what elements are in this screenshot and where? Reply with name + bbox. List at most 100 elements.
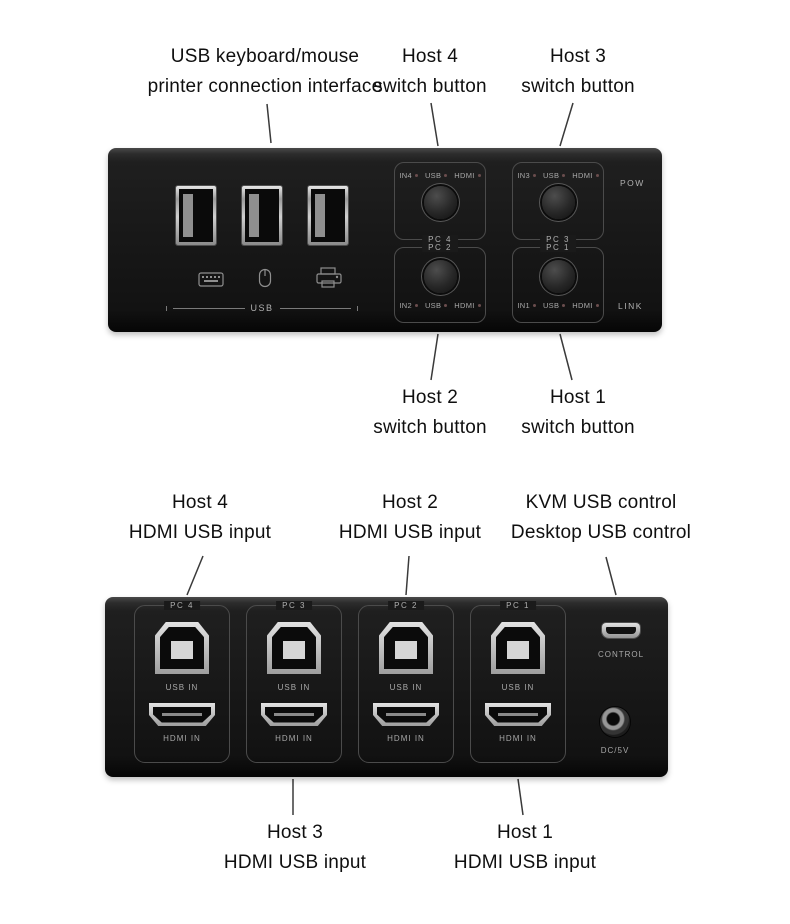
control-label: CONTROL <box>597 650 645 659</box>
pc1-in-led <box>532 304 536 307</box>
pc4-in-label: IN4 <box>399 171 412 180</box>
pc2-hdmi-label: HDMI <box>454 301 475 310</box>
back-port-group-pc2: PC 2 USB IN HDMI IN <box>358 601 454 763</box>
callout-host1-input-line2: HDMI USB input <box>453 852 597 873</box>
callout-host4-switch: Host 4 switch button <box>355 42 505 102</box>
pc3-led-row: IN3 USB HDMI <box>517 171 599 180</box>
back-port-group-pc4: PC 4 USB IN HDMI IN <box>134 601 230 763</box>
pc2-usb-b-port <box>379 622 433 674</box>
callout-host2-switch-line2: switch button <box>373 417 487 438</box>
callout-usb-interface-line2: printer connection interface <box>147 76 383 97</box>
callout-host3-input: Host 3 HDMI USB input <box>215 818 375 878</box>
pc2-in-led <box>414 304 418 307</box>
pc2-hdmi-in-label: HDMI IN <box>387 734 425 743</box>
pc2-usb-in-label: USB IN <box>389 683 423 692</box>
callout-host3-switch-line2: switch button <box>521 76 635 97</box>
pc4-back-tag: PC 4 <box>164 601 200 610</box>
pc4-led-row: IN4 USB HDMI <box>399 171 481 180</box>
dc-power-area: DC/5V <box>592 707 638 755</box>
pc4-switch-button <box>423 186 457 219</box>
callout-host3-input-line1: Host 3 <box>266 822 324 843</box>
callout-host2-input-line1: Host 2 <box>381 492 439 513</box>
pc3-in-led <box>532 174 536 177</box>
micro-usb-control-port <box>602 623 640 638</box>
front-switch-group-pc3: IN3 USB HDMI PC 3 <box>512 162 604 244</box>
pc1-back-tag: PC 1 <box>500 601 536 610</box>
pc4-hdmi-in-label: HDMI IN <box>163 734 201 743</box>
dc-label: DC/5V <box>600 746 630 755</box>
kvm-back-panel: PC 4 USB IN HDMI IN PC 3 USB IN HDMI IN <box>105 597 668 777</box>
callout-host1-switch-line1: Host 1 <box>549 387 607 408</box>
callout-host2-switch: Host 2 switch button <box>355 383 505 443</box>
leader-host2-input <box>405 555 410 596</box>
callout-host4-input: Host 4 HDMI USB input <box>120 488 280 548</box>
pc3-back-tag: PC 3 <box>276 601 312 610</box>
dc-power-jack <box>600 707 630 737</box>
callout-kvm-control-line2: Desktop USB control <box>510 522 692 543</box>
callout-host2-input-line2: HDMI USB input <box>338 522 482 543</box>
back-port-group-pc1: PC 1 USB IN HDMI IN <box>470 601 566 763</box>
pc1-tag: PC 1 <box>540 243 576 252</box>
callout-host2-switch-line1: Host 2 <box>401 387 459 408</box>
link-label: LINK <box>618 301 643 311</box>
pc1-usb-label: USB <box>542 301 560 310</box>
usb-a-port-2 <box>242 186 282 245</box>
pc1-hdmi-led <box>595 304 599 307</box>
pc4-usb-b-port <box>155 622 209 674</box>
callout-host1-switch-line2: switch button <box>521 417 635 438</box>
pc3-usb-led <box>562 174 566 177</box>
pc3-hdmi-led <box>595 174 599 177</box>
pc3-hdmi-label: HDMI <box>572 171 593 180</box>
pc3-usb-label: USB <box>542 171 560 180</box>
pc3-switch-button <box>541 186 575 219</box>
callout-host1-input-line1: Host 1 <box>496 822 554 843</box>
control-port-area: CONTROL <box>593 623 649 659</box>
pc4-usb-led <box>444 174 448 177</box>
pc3-usb-in-label: USB IN <box>277 683 311 692</box>
callout-host1-input: Host 1 HDMI USB input <box>445 818 605 878</box>
pc2-tag: PC 2 <box>422 243 458 252</box>
pc1-usb-in-label: USB IN <box>501 683 535 692</box>
pc3-hdmi-in-label: HDMI IN <box>275 734 313 743</box>
pc4-hdmi-label: HDMI <box>454 171 475 180</box>
keyboard-icon <box>198 272 224 287</box>
callout-host4-input-line2: HDMI USB input <box>128 522 272 543</box>
leader-host2-switch <box>430 333 439 381</box>
leader-host3-switch <box>559 102 574 147</box>
pc4-usb-in-label: USB IN <box>165 683 199 692</box>
kvm-front-panel: USB IN4 USB HDMI PC 4 IN3 USB HDMI PC 3 <box>108 148 662 332</box>
pc2-switch-button <box>423 260 457 293</box>
pc1-in-label: IN1 <box>517 301 530 310</box>
usb-section-label: USB <box>250 303 274 313</box>
pc1-hdmi-in-label: HDMI IN <box>499 734 537 743</box>
callout-host1-switch: Host 1 switch button <box>503 383 653 443</box>
pc4-usb-label: USB <box>424 171 442 180</box>
callout-host4-switch-line1: Host 4 <box>401 46 459 67</box>
pc2-hdmi-led <box>477 304 481 307</box>
pc2-hdmi-port <box>373 703 439 726</box>
callout-host3-input-line2: HDMI USB input <box>223 852 367 873</box>
pc4-hdmi-led <box>477 174 481 177</box>
pc3-in-label: IN3 <box>517 171 530 180</box>
mouse-icon <box>258 268 272 288</box>
front-switch-group-pc1: PC 1 IN1 USB HDMI <box>512 243 604 323</box>
callout-kvm-control: KVM USB control Desktop USB control <box>505 488 697 548</box>
leader-host4-input <box>186 555 204 596</box>
callout-host4-switch-line2: switch button <box>373 76 487 97</box>
usb-a-port-3 <box>308 186 348 245</box>
callout-usb-interface-line1: USB keyboard/mouse <box>170 46 360 67</box>
callout-host2-input: Host 2 HDMI USB input <box>330 488 490 548</box>
callout-host4-input-line1: Host 4 <box>171 492 229 513</box>
leader-kvm-control <box>605 556 617 596</box>
pc1-hdmi-port <box>485 703 551 726</box>
pc3-tag: PC 3 <box>540 235 576 244</box>
pc2-usb-led <box>444 304 448 307</box>
leader-host1-input <box>517 778 524 816</box>
pc1-usb-b-port <box>491 622 545 674</box>
callout-kvm-control-line1: KVM USB control <box>525 492 677 513</box>
pc2-in-label: IN2 <box>399 301 412 310</box>
leader-host1-switch <box>559 333 573 381</box>
leader-usb-interface <box>266 103 272 144</box>
pc3-usb-b-port <box>267 622 321 674</box>
